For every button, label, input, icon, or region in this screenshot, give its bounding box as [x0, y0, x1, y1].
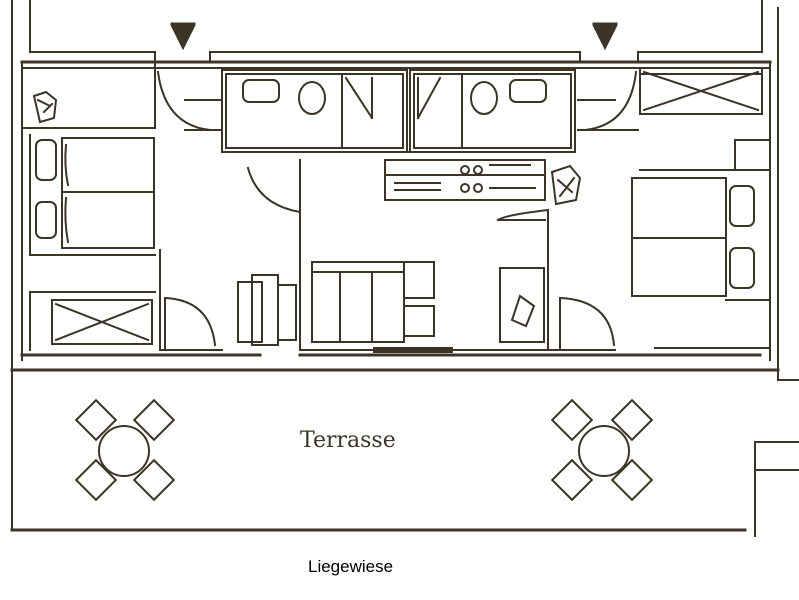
terrace-table-left [74, 398, 176, 502]
chair-icon [550, 164, 582, 206]
entrance-marker-left [170, 22, 196, 51]
entrance-door-right [577, 70, 639, 132]
terrace-label: Terrasse [300, 428, 396, 453]
right-bedroom [631, 139, 771, 301]
terrace-edge [10, 441, 799, 537]
armchair-living [237, 274, 297, 346]
bedroom-door-right [496, 208, 550, 222]
bathroom-left [221, 69, 408, 153]
bathroom-right [409, 69, 576, 153]
left-bedroom [21, 127, 156, 351]
terrace-door-left [163, 296, 217, 349]
exterior-walls [10, 0, 799, 531]
window-sill [373, 347, 453, 353]
terrace-door-right [558, 296, 616, 349]
entrance-door-left [156, 70, 223, 132]
bedroom-door-left [246, 166, 302, 214]
terrace-table-right [550, 398, 654, 502]
lawn-label: Liegewiese [308, 557, 394, 576]
wardrobe-bottom-left [51, 299, 153, 345]
side-cushions [403, 261, 435, 337]
tv-cabinet [499, 267, 545, 343]
entrance-marker-right [592, 22, 618, 51]
sofa [311, 261, 405, 343]
armchair-icon [32, 90, 58, 124]
wardrobe-top-right [639, 67, 763, 115]
interior-walls [20, 59, 771, 357]
kitchenette [384, 159, 546, 201]
